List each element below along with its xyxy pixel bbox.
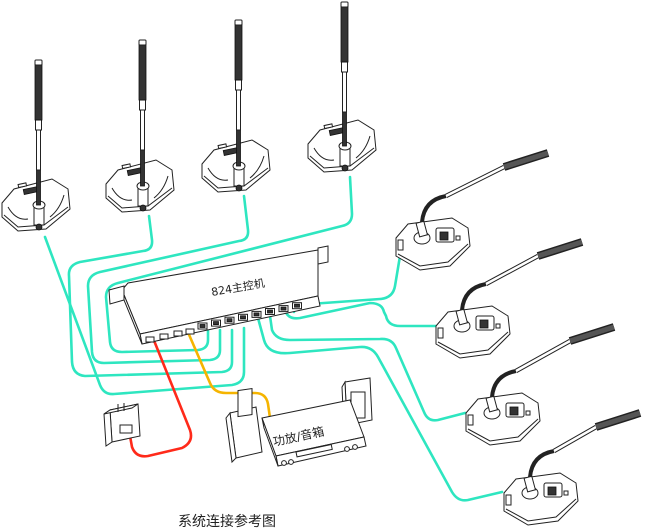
mic-cable-3	[86, 194, 250, 365]
mic-button	[547, 486, 557, 496]
mic-gooseneck	[342, 111, 347, 147]
mic-base	[395, 217, 471, 271]
mic-cable-8	[256, 316, 504, 502]
mic-stem	[236, 89, 241, 131]
mic-unit-2	[105, 39, 175, 213]
port-socket	[199, 324, 206, 328]
mic-base	[435, 305, 511, 359]
mic-cable-port	[35, 223, 43, 231]
mic-gooseneck	[490, 369, 517, 398]
mic-cable-port	[397, 239, 404, 251]
port-socket	[226, 318, 233, 323]
mic-cable-7	[268, 314, 467, 422]
host-port-rj	[159, 333, 169, 340]
mic-base	[465, 392, 541, 446]
port-socket	[280, 306, 287, 311]
mic-stem	[515, 339, 571, 373]
mic-unit-4	[307, 1, 377, 173]
mic-stem	[485, 254, 539, 286]
mic-stem	[36, 129, 41, 171]
mic-cable-port	[139, 204, 147, 212]
power-cable	[128, 336, 193, 458]
port-socket	[213, 321, 219, 326]
mic-unit-7	[465, 323, 616, 446]
host-ports	[145, 302, 302, 343]
mic-connector-housing	[339, 147, 351, 167]
port-socket	[240, 315, 246, 320]
port-socket	[253, 312, 260, 317]
mic-stem	[445, 165, 505, 198]
host-port-rj	[173, 330, 183, 337]
mic-cable-4	[104, 175, 354, 354]
mic-connector-housing	[233, 167, 245, 187]
mic-gooseneck	[36, 169, 41, 206]
mic-connector-housing	[33, 206, 45, 226]
host-unit: 824主控机	[108, 245, 329, 345]
port-socket	[267, 309, 273, 314]
power-adapter	[103, 403, 141, 447]
port-socket	[294, 303, 300, 308]
host-port-jack	[185, 328, 195, 335]
mic-unit-6	[435, 238, 584, 359]
mic-cable-port	[235, 184, 243, 192]
mic-unit-5	[395, 149, 550, 271]
mic-head	[234, 23, 243, 81]
mic-gooseneck	[460, 282, 487, 311]
mic-cable-port	[505, 494, 512, 506]
mic-button	[479, 319, 489, 329]
mic-cable-port	[341, 164, 349, 172]
mic-stem	[342, 71, 347, 113]
diagram-title: 系统连接参考图	[178, 513, 276, 530]
mic-gooseneck	[236, 129, 241, 167]
mic-cable-port	[437, 327, 444, 339]
mic-cable-2	[67, 214, 234, 378]
host-port-dc	[145, 336, 155, 343]
mic-stem	[140, 109, 145, 151]
mic-connector-housing	[137, 187, 149, 207]
mic-button	[439, 231, 449, 241]
mic-unit-8	[503, 409, 642, 526]
mic-units	[1, 1, 642, 526]
mic-unit-1	[1, 59, 71, 232]
mic-head	[34, 63, 43, 121]
mic-head	[340, 5, 349, 63]
amplifier-speakers: 功放/音箱	[225, 377, 373, 467]
mic-cable-6	[283, 301, 438, 328]
mic-gooseneck	[140, 149, 145, 187]
mic-cable-port	[467, 414, 474, 426]
mic-button	[509, 406, 519, 416]
mic-unit-3	[201, 19, 271, 193]
audio-cable	[185, 328, 272, 420]
mic-base	[503, 472, 579, 526]
mic-cables	[43, 175, 504, 502]
mic-stem	[553, 425, 597, 453]
mic-gooseneck	[528, 449, 555, 478]
mic-head	[138, 43, 147, 101]
mic-gooseneck	[420, 194, 447, 223]
